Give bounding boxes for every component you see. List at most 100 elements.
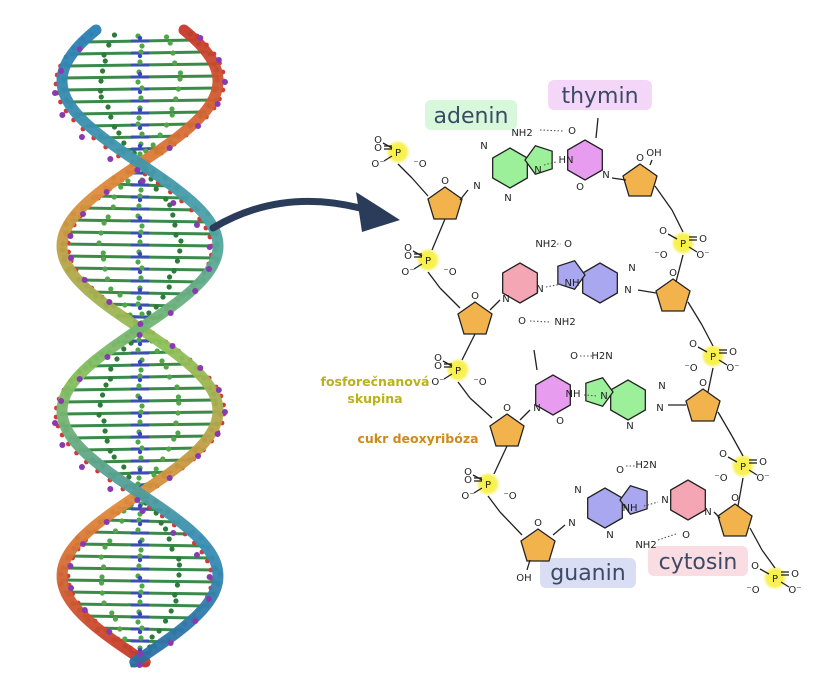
hydroxyl-group: OH bbox=[516, 573, 531, 584]
ring-oxygen: O bbox=[471, 291, 479, 302]
nitrogen-atom: N bbox=[568, 518, 575, 529]
phosphate-group-label-line1: fosforečnanová bbox=[321, 374, 430, 389]
nitrogen-atom: N bbox=[533, 403, 540, 414]
hydroxyl-group: OH bbox=[646, 148, 661, 159]
adenine-five-ring bbox=[524, 144, 553, 176]
guanine-five-ring bbox=[557, 259, 586, 291]
oxygen-atom: O bbox=[434, 353, 442, 364]
phosphate-group-1: POO⁻O⁻O bbox=[371, 135, 426, 170]
ring-oxygen: O bbox=[503, 403, 511, 414]
phosphorus-atom: P bbox=[680, 239, 686, 250]
nitrogen-atom: N bbox=[704, 507, 711, 518]
guanine-2-five-ring bbox=[619, 484, 648, 516]
carbonyl-oxygen: O bbox=[556, 416, 564, 427]
oxygen-atom: O bbox=[729, 347, 737, 358]
nitrogen-atom: N bbox=[502, 294, 509, 305]
amine-group: H2N bbox=[591, 351, 612, 362]
amine-group: NH2 bbox=[511, 128, 532, 139]
oxygen-anion: O⁻ bbox=[756, 473, 769, 484]
oxygen-anion: O⁻ bbox=[431, 377, 444, 388]
carbonyl-oxygen: O bbox=[570, 351, 578, 362]
thymine-label: thymin bbox=[548, 80, 652, 110]
amine-group: H2N bbox=[635, 460, 656, 471]
carbonyl-oxygen: O bbox=[518, 316, 526, 327]
phosphate-group-7: P O O⁻ O ⁻O bbox=[714, 449, 769, 484]
amine-group: NH2 bbox=[554, 317, 575, 328]
oxygen-atom: O bbox=[464, 475, 472, 486]
oxygen-atom: O bbox=[659, 226, 667, 237]
oxygen-atom: O bbox=[719, 449, 727, 460]
oxygen-atom: O bbox=[699, 234, 707, 245]
phosphorus-atom: P bbox=[395, 148, 401, 159]
phosphate-group-label-line2: skupina bbox=[347, 391, 402, 406]
phosphate-group-5: POO⁻O⁻O bbox=[654, 226, 709, 261]
ring-oxygen: O bbox=[534, 518, 542, 529]
imine-group: NH bbox=[566, 389, 581, 400]
phosphorus-atom: P bbox=[425, 256, 431, 267]
phosphorus-atom: P bbox=[740, 462, 746, 473]
svg-text:adenin: adenin bbox=[434, 104, 509, 129]
nitrogen-atom: N bbox=[624, 285, 631, 296]
sugar-8: O bbox=[717, 493, 753, 537]
carbonyl-oxygen: O bbox=[682, 530, 690, 541]
imine-group: HN bbox=[559, 155, 574, 166]
oxygen-anion: ⁻O bbox=[746, 585, 759, 596]
ring-oxygen: O bbox=[731, 493, 739, 504]
oxygen-atom: O bbox=[404, 243, 412, 254]
ring-oxygen: O bbox=[636, 153, 644, 164]
nitrogen-atom: N bbox=[534, 165, 541, 176]
oxygen-anion: O⁻ bbox=[401, 267, 414, 278]
oxygen-atom: O bbox=[791, 569, 799, 580]
oxygen-anion: ⁻O bbox=[443, 267, 456, 278]
ring-oxygen: O bbox=[699, 378, 707, 389]
carbonyl-oxygen: O bbox=[568, 126, 576, 137]
guanine-2-six-ring bbox=[587, 487, 623, 529]
svg-text:thymin: thymin bbox=[561, 84, 638, 109]
ring-oxygen: O bbox=[441, 176, 449, 187]
phosphorus-atom: P bbox=[772, 574, 778, 585]
svg-text:guanin: guanin bbox=[550, 561, 625, 586]
nitrogen-atom: N bbox=[600, 391, 607, 402]
phosphate-group-8: POO⁻O⁻O bbox=[746, 561, 801, 596]
nitrogen-atom: N bbox=[574, 485, 581, 496]
guanine-label: guanin bbox=[540, 558, 636, 588]
guanine-six-ring bbox=[582, 262, 618, 304]
oxygen-anion: ⁻O bbox=[413, 159, 426, 170]
oxygen-anion: O⁻ bbox=[371, 159, 384, 170]
nitrogen-atom: N bbox=[504, 193, 511, 204]
oxygen-atom: O bbox=[464, 467, 472, 478]
nitrogen-atom: N bbox=[606, 530, 613, 541]
oxygen-anion: O⁻ bbox=[696, 250, 709, 261]
oxygen-atom: O bbox=[759, 457, 767, 468]
imine-group: NH bbox=[565, 278, 580, 289]
phosphorus-atom: P bbox=[485, 480, 491, 491]
cytosine-label: cytosin bbox=[648, 546, 748, 576]
adenine-six-ring bbox=[492, 147, 528, 189]
phosphate-group-3: P O O⁻ O ⁻O bbox=[431, 353, 486, 388]
nitrogen-atom: N bbox=[628, 263, 635, 274]
oxygen-anion: O⁻ bbox=[726, 363, 739, 374]
oxygen-atom: O bbox=[374, 143, 382, 154]
oxygen-atom: O bbox=[434, 361, 442, 372]
sugar-5: O bbox=[489, 403, 525, 447]
sugar-2: O bbox=[622, 153, 658, 197]
cytosine-2-ring bbox=[670, 479, 706, 521]
nitrogen-atom: N bbox=[473, 181, 480, 192]
nitrogen-atom: N bbox=[480, 141, 487, 152]
amine-group: NH2 bbox=[635, 540, 656, 551]
phosphorus-atom: P bbox=[455, 366, 461, 377]
sugar-1: O bbox=[427, 176, 463, 220]
nitrogen-atom: N bbox=[602, 170, 609, 181]
ring-oxygen: O bbox=[669, 268, 677, 279]
sugar-7: O bbox=[520, 518, 556, 562]
sugar-6: O bbox=[685, 378, 721, 422]
nitrogen-atom: N bbox=[536, 284, 543, 295]
oxygen-atom: O bbox=[404, 251, 412, 262]
svg-text:cytosin: cytosin bbox=[659, 550, 738, 575]
phosphate-group-6: POO⁻O⁻O bbox=[684, 339, 739, 374]
oxygen-anion: ⁻O bbox=[503, 491, 516, 502]
oxygen-anion: ⁻O bbox=[473, 377, 486, 388]
oxygen-anion: ⁻O bbox=[714, 473, 727, 484]
cytosine-ring bbox=[502, 262, 538, 304]
